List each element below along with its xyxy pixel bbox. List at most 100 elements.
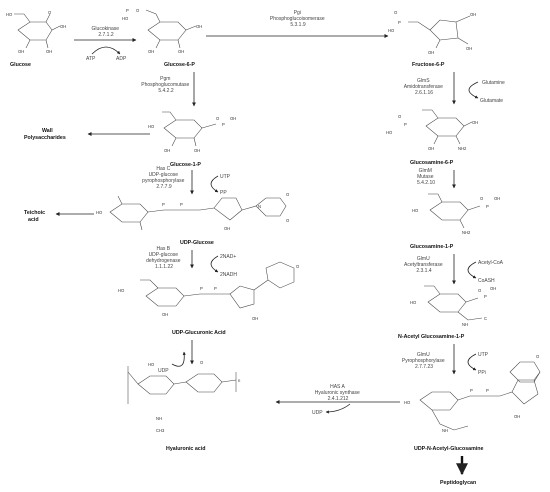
chem-ho: HO	[118, 288, 125, 293]
sink-wall-polysaccharides: Wall Polysaccharides	[24, 128, 66, 141]
chem-ho: HO	[412, 208, 419, 213]
chem-oh: OH	[224, 226, 230, 231]
compound-label-udp-n-acetyl-glucosamine: UDP-N-Acetyl-Glucosamine	[414, 446, 484, 452]
chem-p: P	[126, 8, 129, 13]
cofactor-utp-1: UTP	[220, 174, 231, 180]
cofactor-arrow-udp-1	[171, 351, 186, 367]
chem-nh2: NH2	[462, 230, 471, 235]
cofactor-glutamate: Glutamate	[480, 98, 503, 104]
n-acetyl-glucosamine-1-p-structure: O P OH HO NH C	[410, 285, 496, 327]
glucose-6-p-structure: P O HO OH OH OH	[122, 8, 202, 54]
compound-label-udp-glucuronic-acid: UDP-Glucuronic Acid	[172, 330, 226, 336]
chem-oh: OH	[178, 49, 184, 54]
chem-oh: OH	[60, 24, 66, 29]
glucose-structure: HO OH OH OH O	[6, 10, 66, 54]
cofactor-arrow-atp-adp	[91, 46, 121, 55]
cofactor-utp-2: UTP	[478, 352, 489, 358]
chem-oh: OH	[494, 196, 500, 201]
compound-label-glucose-1-p: Glucose-1-P	[170, 162, 201, 168]
chem-oh: OH	[466, 46, 472, 51]
cofactor-arrow-udp-2	[325, 403, 351, 414]
udp-glucose-structure: HO P P N O O OH	[96, 192, 290, 231]
cofactor-arrow-nad-nadh	[210, 255, 219, 273]
chem-p: P	[404, 122, 407, 127]
compound-label-glucosamine-1-p: Glucosamine-1-P	[410, 244, 454, 250]
chem-o: O	[398, 114, 402, 119]
cofactor-arrow-acetylcoa-coash	[467, 261, 477, 279]
chem-ch3: CH3	[156, 428, 165, 433]
chem-oh: OH	[194, 148, 200, 153]
chem-nh: NH	[442, 428, 448, 433]
enzyme-glmu-acetyltransferase: GlmU Acetyltransferase 2.3.1.4	[404, 256, 444, 274]
sink-teichoic-acid: Teichoic acid	[24, 210, 47, 223]
chem-o: O	[216, 116, 220, 121]
chem-oh: OH	[148, 49, 154, 54]
chem-oh: OH	[18, 49, 24, 54]
cofactor-nad: 2NAD+	[220, 254, 236, 260]
chem-o: O	[480, 196, 484, 201]
compound-label-fructose-6-p: Fructose-6-P	[412, 62, 445, 68]
compound-label-glucose: Glucose	[10, 62, 31, 68]
enzyme-glms: GlmS Amidotransferase 2.6.1.16	[404, 78, 445, 96]
chem-n-repeat: n	[238, 378, 241, 383]
chem-o: O	[296, 264, 300, 269]
compound-label-udp-glucose: UDP-Glucose	[180, 240, 214, 246]
chem-n: N	[258, 204, 261, 209]
enzyme-pgi: Pgi Phosphoglucoisomerase 5.3.1.9	[270, 10, 326, 28]
chem-o: O	[286, 192, 290, 197]
chem-p: P	[398, 20, 401, 25]
cofactor-adp: ADP	[116, 56, 127, 62]
chem-ho: HO	[148, 124, 155, 129]
cofactor-glutamine: Glutamine	[482, 80, 505, 86]
fructose-6-p-structure: O P HO OH OH OH	[388, 10, 476, 55]
chem-oh: OH	[252, 316, 258, 321]
compound-label-n-acetyl-glucosamine-1-p: N-Acetyl Glucosamine-1-P	[398, 334, 465, 340]
chem-c: C	[484, 316, 487, 321]
enzyme-glucokinase: Glucokinase 2.7.1.2	[92, 26, 121, 38]
glucose-1-p-structure: O P OH HO OH OH	[148, 111, 236, 153]
chem-ho: HO	[388, 28, 395, 33]
chem-ho: HO	[386, 130, 393, 135]
chem-oh: OH	[470, 12, 476, 17]
hyaluronic-acid-structure: n NH CH3 HO O	[127, 360, 241, 433]
udp-n-acetyl-glucosamine-structure: HO P P NH O OH	[404, 354, 541, 433]
enzyme-pgm: Pgm Phosphoglucomutase 5.4.2.2	[141, 76, 190, 94]
chem-ho: HO	[148, 362, 155, 367]
cofactor-pp: PP	[220, 190, 227, 196]
enzyme-glmm: GlmM Mutase 5.4.2.10	[417, 168, 435, 186]
chem-nh: NH	[156, 416, 162, 421]
chem-p: P	[162, 202, 165, 207]
chem-p: P	[470, 388, 473, 393]
enzyme-hasb: Has B UDP-glucose dehydrogenase 1.1.1.22	[146, 246, 182, 270]
compound-label-glucosamine-6-p: Glucosamine-6-P	[410, 160, 454, 166]
chem-ho: HO	[410, 300, 417, 305]
chem-oh: OH	[472, 120, 478, 125]
chem-o: O	[394, 10, 398, 15]
chem-oh: OH	[196, 24, 202, 29]
chem-p: P	[180, 202, 183, 207]
chem-o: O	[536, 354, 540, 359]
enzyme-glmu-pyrophosphorylase: GlmU Pyrophosphorylase 2.7.7.23	[402, 352, 446, 370]
cofactor-coash: CoASH	[478, 278, 495, 284]
chem-oh: OH	[514, 414, 520, 419]
compound-label-hyaluronic-acid: Hyaluronic acid	[166, 446, 205, 452]
chem-oh: OH	[164, 148, 170, 153]
chem-o: O	[286, 218, 290, 223]
chem-o: O	[200, 360, 204, 365]
enzyme-hasa: HAS A Hyaluronic synthase 2.4.1.212	[315, 384, 361, 402]
chem-oh: OH	[162, 312, 168, 317]
udp-glucuronic-acid-structure: HO P P O OH OH	[118, 261, 300, 321]
chem-p: P	[222, 122, 225, 127]
chem-oh: OH	[490, 286, 496, 291]
glucosamine-6-p-structure: O P HO OH NH2 OH	[386, 109, 478, 151]
chem-oh: OH	[428, 50, 434, 55]
chem-ho: HO	[96, 210, 103, 215]
chem-o: O	[48, 10, 52, 15]
cofactor-ppi: PPi	[478, 370, 486, 376]
cofactor-udp-2: UDP	[312, 410, 323, 416]
chem-ho: HO	[404, 400, 411, 405]
cofactor-arrow-utp-pp	[210, 175, 219, 193]
chem-p: P	[486, 204, 489, 209]
chem-p: P	[486, 388, 489, 393]
